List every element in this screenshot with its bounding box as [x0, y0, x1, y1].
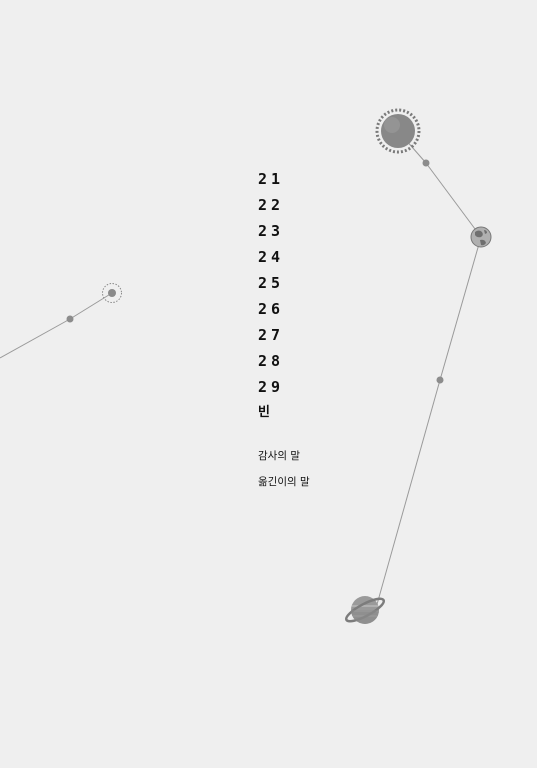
small-sun-icon — [102, 283, 122, 303]
right-node-dot-2 — [436, 376, 444, 384]
chapter-number: 26 — [258, 300, 285, 318]
right-constellation — [344, 108, 492, 624]
chapter-number: 23 — [258, 222, 285, 240]
acknowledgements-label: 감사의 말 — [258, 450, 300, 462]
saturn-icon — [344, 596, 386, 624]
chapter-number: 24 — [258, 248, 285, 266]
chapter-number: 28 — [258, 352, 285, 370]
sun-icon — [375, 108, 421, 154]
chapter-number: 21 — [258, 170, 285, 188]
right-node-dot-1 — [422, 159, 430, 167]
chapter-number: 25 — [258, 274, 285, 292]
afterword-list: 감사의 말 옮긴이의 말 — [258, 446, 310, 498]
earth-icon — [470, 226, 492, 248]
translator-note-label: 옮긴이의 말 — [258, 476, 310, 488]
chapter-number: 27 — [258, 326, 285, 344]
chapter-number: 22 — [258, 196, 285, 214]
chapter-number: 29 — [258, 378, 285, 396]
end-mark: 빈 — [258, 405, 272, 420]
chapter-list: 21 22 23 24 25 26 27 28 29 빈 — [258, 168, 284, 428]
left-constellation — [0, 283, 122, 359]
left-node-dot — [66, 315, 74, 323]
